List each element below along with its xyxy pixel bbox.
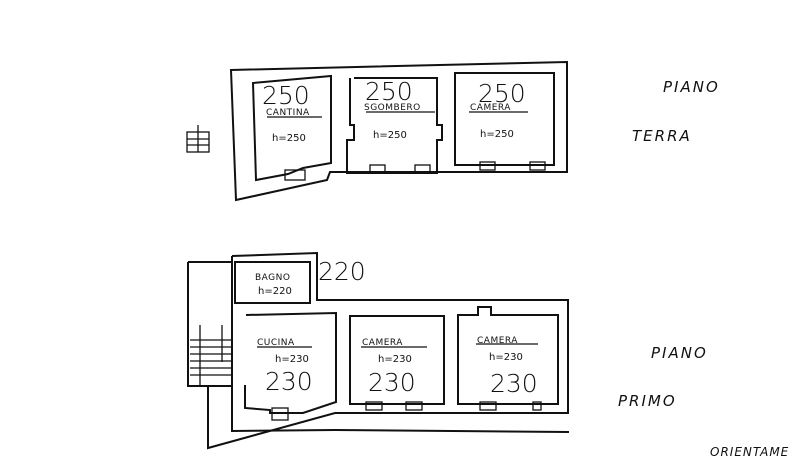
window-icon: [479, 401, 497, 411]
room-number: 250: [478, 79, 526, 108]
room-height: h=230: [378, 354, 412, 365]
room-name: CAMERA: [362, 338, 403, 348]
ground-floor-title-line2: TERRA: [632, 127, 692, 145]
window-icon: [365, 401, 383, 411]
room-name: CANTINA: [266, 108, 310, 118]
first-camera-room-wall: [349, 315, 445, 405]
first-floor-title-line2: PRIMO: [618, 392, 677, 410]
sgombero-room-wall: [346, 77, 443, 174]
ground-floor-plan: 250 CANTINA h=250 250 SGOMBERO h=250 250…: [186, 60, 568, 202]
window-icon: [529, 161, 546, 171]
window-icon: [414, 164, 431, 174]
first-floor-title-line1: PIANO: [651, 344, 708, 362]
room-name: CAMERA: [477, 336, 518, 346]
room-number: 230: [265, 367, 313, 396]
room-number: 250: [365, 77, 413, 106]
room-height: h=250: [480, 129, 514, 140]
room-name: SGOMBERO: [364, 103, 421, 113]
second-camera-room-wall: [457, 306, 559, 405]
room-height: h=250: [373, 130, 407, 141]
first-floor-inner-wall: [231, 256, 570, 433]
cucina-room-wall: [244, 311, 337, 414]
ground-floor-title-line1: PIANO: [663, 78, 720, 96]
bagno-room-wall: [234, 261, 311, 304]
cantina-room-wall: [251, 74, 332, 182]
room-height: h=230: [489, 352, 523, 363]
room-number: 220: [318, 257, 366, 286]
stair-icon: [186, 125, 210, 153]
window-icon: [479, 161, 496, 171]
door-icon: [284, 169, 306, 181]
ground-camera-room-wall: [454, 72, 555, 166]
window-icon: [405, 401, 423, 411]
window-icon: [369, 164, 386, 174]
room-name: BAGNO: [255, 273, 290, 283]
orientation-label: ORIENTAME: [710, 445, 789, 459]
room-number: 230: [490, 369, 538, 398]
stair-wall: [187, 261, 232, 387]
first-floor-outer-wall: [207, 251, 569, 450]
first-floor-plan: BAGNO h=220 220 CUCINA h=230 230 CAMERA …: [187, 251, 570, 450]
room-height: h=220: [258, 286, 292, 297]
room-name: CUCINA: [257, 338, 295, 348]
room-height: h=230: [275, 354, 309, 365]
ground-floor-outer-wall: [229, 60, 568, 202]
door-icon: [271, 407, 289, 421]
room-number: 250: [262, 81, 310, 110]
window-icon: [532, 401, 542, 411]
room-name: CAMERA: [470, 103, 511, 113]
room-number: 230: [368, 368, 416, 397]
stair-icon: [190, 325, 232, 386]
room-height: h=250: [272, 133, 306, 144]
